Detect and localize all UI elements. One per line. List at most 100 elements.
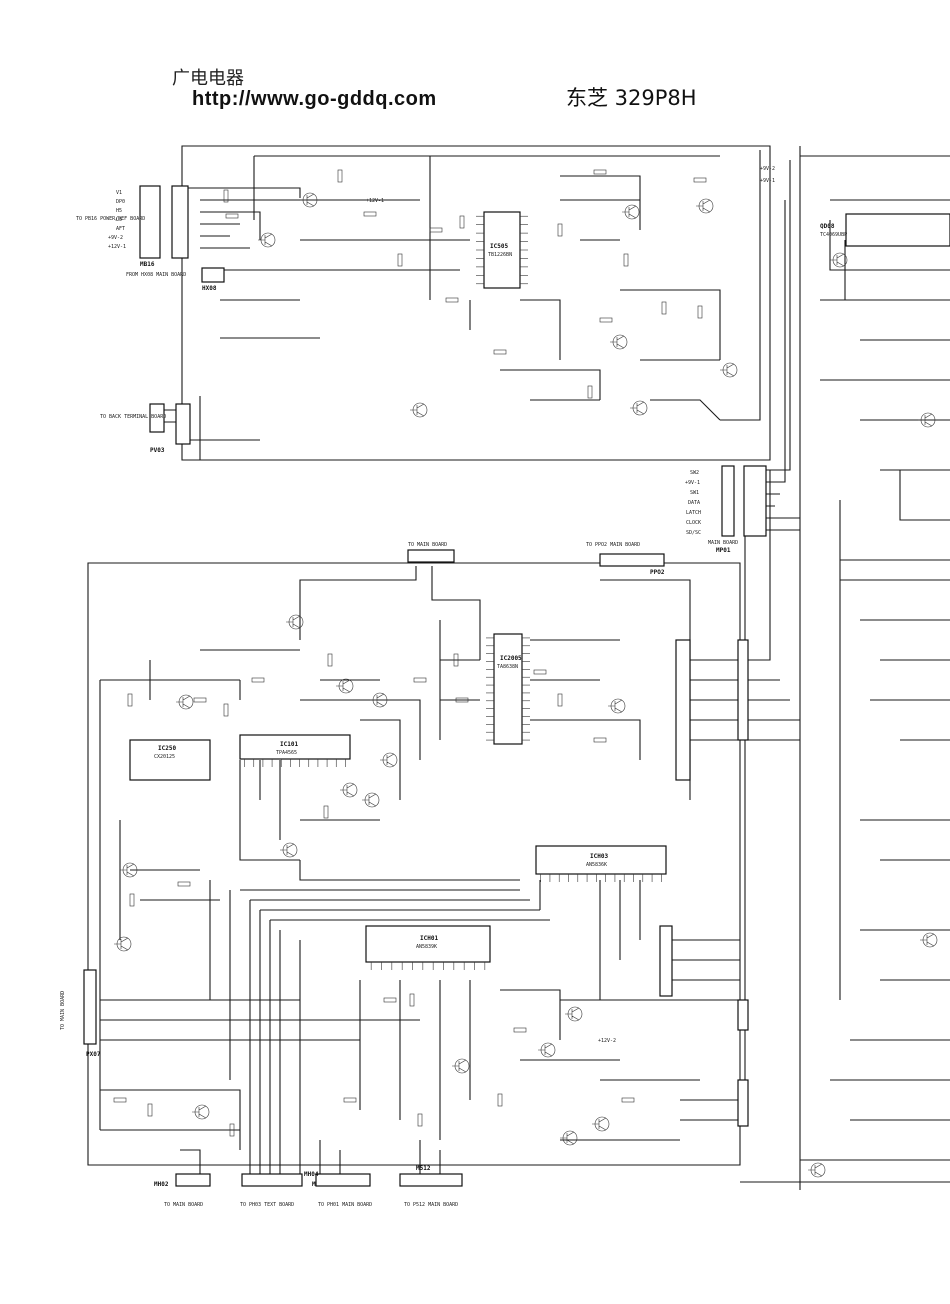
connector-ref: MH02 [154, 1181, 169, 1188]
svg-text:V1: V1 [116, 190, 122, 196]
transistor-leads [192, 1105, 207, 1119]
passive-symbol [661, 301, 667, 315]
connector-label: TO PH01 MAIN BOARD [318, 1202, 372, 1208]
transistor-leads [696, 199, 711, 213]
transistor-leads [720, 363, 735, 377]
transistor-leads [286, 615, 301, 629]
passive-symbol [363, 211, 377, 217]
connector-ref: PPO2 [650, 569, 665, 576]
passive-symbol [623, 253, 629, 267]
svg-text:+12V-1: +12V-1 [108, 244, 126, 250]
transistor-leads [560, 1131, 575, 1145]
passive-symbol [409, 993, 415, 1007]
connector-mh02: MH02 TO MAIN BOARD [154, 1173, 211, 1208]
connector-ref: HX08 [202, 285, 217, 292]
svg-text:DATA: DATA [688, 500, 700, 506]
passive-symbol [453, 653, 459, 667]
passive-symbol [383, 997, 397, 1003]
site-name: 广电电器 [172, 68, 244, 89]
transistor-leads [920, 933, 935, 947]
rail-label: +9V-2 [760, 166, 775, 172]
rail-label: +12V-2 [598, 1038, 616, 1044]
connector-m512: M512 TO P512 MAIN BOARD [399, 1165, 463, 1208]
connector-hx08: FROM HX08 MAIN BOARD HX08 [126, 267, 225, 292]
ic-part-label: TPA4565 [276, 750, 297, 756]
connector-label: MAIN BOARD [708, 540, 738, 546]
passive-symbols [113, 169, 707, 1137]
transistor-leads [340, 783, 355, 797]
ic-tpa4565: IC101 TPA4565 [239, 734, 351, 760]
connector-label: TO PPO2 MAIN BOARD [586, 542, 640, 548]
passive-symbol [251, 677, 265, 683]
ic-ta8638: IC2005 TA8638N [493, 633, 523, 745]
ic-part-label: TB1226BN [488, 252, 512, 258]
connector-label: TO PH03 TEXT BOARD [240, 1202, 294, 1208]
transistor-leads [380, 753, 395, 767]
passive-symbol [397, 253, 403, 267]
passive-symbol [429, 227, 443, 233]
connector-label: TO BACK TERMINAL BOARD [100, 414, 166, 420]
passive-symbol [557, 223, 563, 237]
transistor-leads [830, 253, 845, 267]
passive-symbol [147, 1103, 153, 1117]
svg-text:SW2: SW2 [690, 470, 699, 476]
svg-text:+9V-1: +9V-1 [685, 480, 700, 486]
svg-text:LATCH: LATCH [686, 510, 701, 516]
transistor-symbols [114, 192, 938, 1178]
connector-ref: PV03 [150, 447, 165, 454]
passive-symbol [493, 349, 507, 355]
site-url[interactable]: http://www.go-gddq.com [192, 88, 437, 110]
passive-symbol [177, 881, 191, 887]
transistor-leads [452, 1059, 467, 1073]
passive-symbol [697, 305, 703, 319]
passive-symbol [113, 1097, 127, 1103]
passive-symbol [445, 297, 459, 303]
ic-part-label: AN5839K [416, 944, 437, 950]
transistor-leads [622, 205, 637, 219]
transistor-leads [538, 1043, 553, 1057]
connector-ref: MP01 [716, 547, 731, 554]
ic-an5836: ICH03 AN5836K [535, 845, 667, 875]
transistor-leads [608, 699, 623, 713]
board-outlines [87, 145, 950, 1190]
model-title: 东芝 329P8H [566, 86, 697, 110]
ic-an5839: ICH01 AN5839K [365, 925, 491, 963]
passive-symbol [599, 317, 613, 323]
svg-text:AFT: AFT [116, 226, 125, 232]
svg-text:SW1: SW1 [690, 490, 699, 496]
passive-symbol [593, 737, 607, 743]
passive-symbol [323, 805, 329, 819]
svg-text:CLOCK: CLOCK [686, 520, 701, 526]
passive-symbol [587, 385, 593, 399]
right-edge-wiring [800, 155, 950, 1161]
connector-mp02: MP02 TO PH03 TEXT BOARD [240, 1173, 327, 1208]
ic-tc4069: QD08 TC4069UBP [820, 213, 950, 247]
passive-symbol [223, 189, 229, 203]
ic-ref-label: ICH03 [590, 853, 608, 860]
connector-label: TO PB16 POWER/DEF BOARD [76, 216, 145, 222]
connector-ppo2: TO PPO2 MAIN BOARD PPO2 [586, 542, 665, 576]
transistor-leads [808, 1163, 823, 1177]
connector-mp01: SW2 +9V-1 SW1 DATA LATCH CLOCK SD/SC MAI… [685, 465, 767, 554]
transistor-leads [370, 693, 385, 707]
transistor-leads [176, 695, 191, 709]
passive-symbol [413, 677, 427, 683]
svg-text:L5: L5 [116, 217, 122, 223]
ic-pin-stubs [244, 215, 662, 970]
top-board-wiring [160, 150, 761, 460]
transistor-leads [300, 193, 315, 207]
rail-label: +12V-1 [366, 198, 384, 204]
connector-label: FROM HX08 MAIN BOARD [126, 272, 186, 278]
ic-ref-label: IC505 [490, 243, 508, 250]
transistor-leads [565, 1007, 580, 1021]
supply-rails: +12V-1 +12V-2 +9V-1 +9V-2 [366, 166, 775, 1044]
transistor-leads [610, 335, 625, 349]
passive-symbol [225, 213, 239, 219]
transistor-leads [630, 401, 645, 415]
connector-label: TO MAIN BOARD [408, 542, 447, 548]
transistor-leads [258, 233, 273, 247]
passive-symbol [693, 177, 707, 183]
passive-symbol [455, 697, 469, 703]
passive-symbol [513, 1027, 527, 1033]
